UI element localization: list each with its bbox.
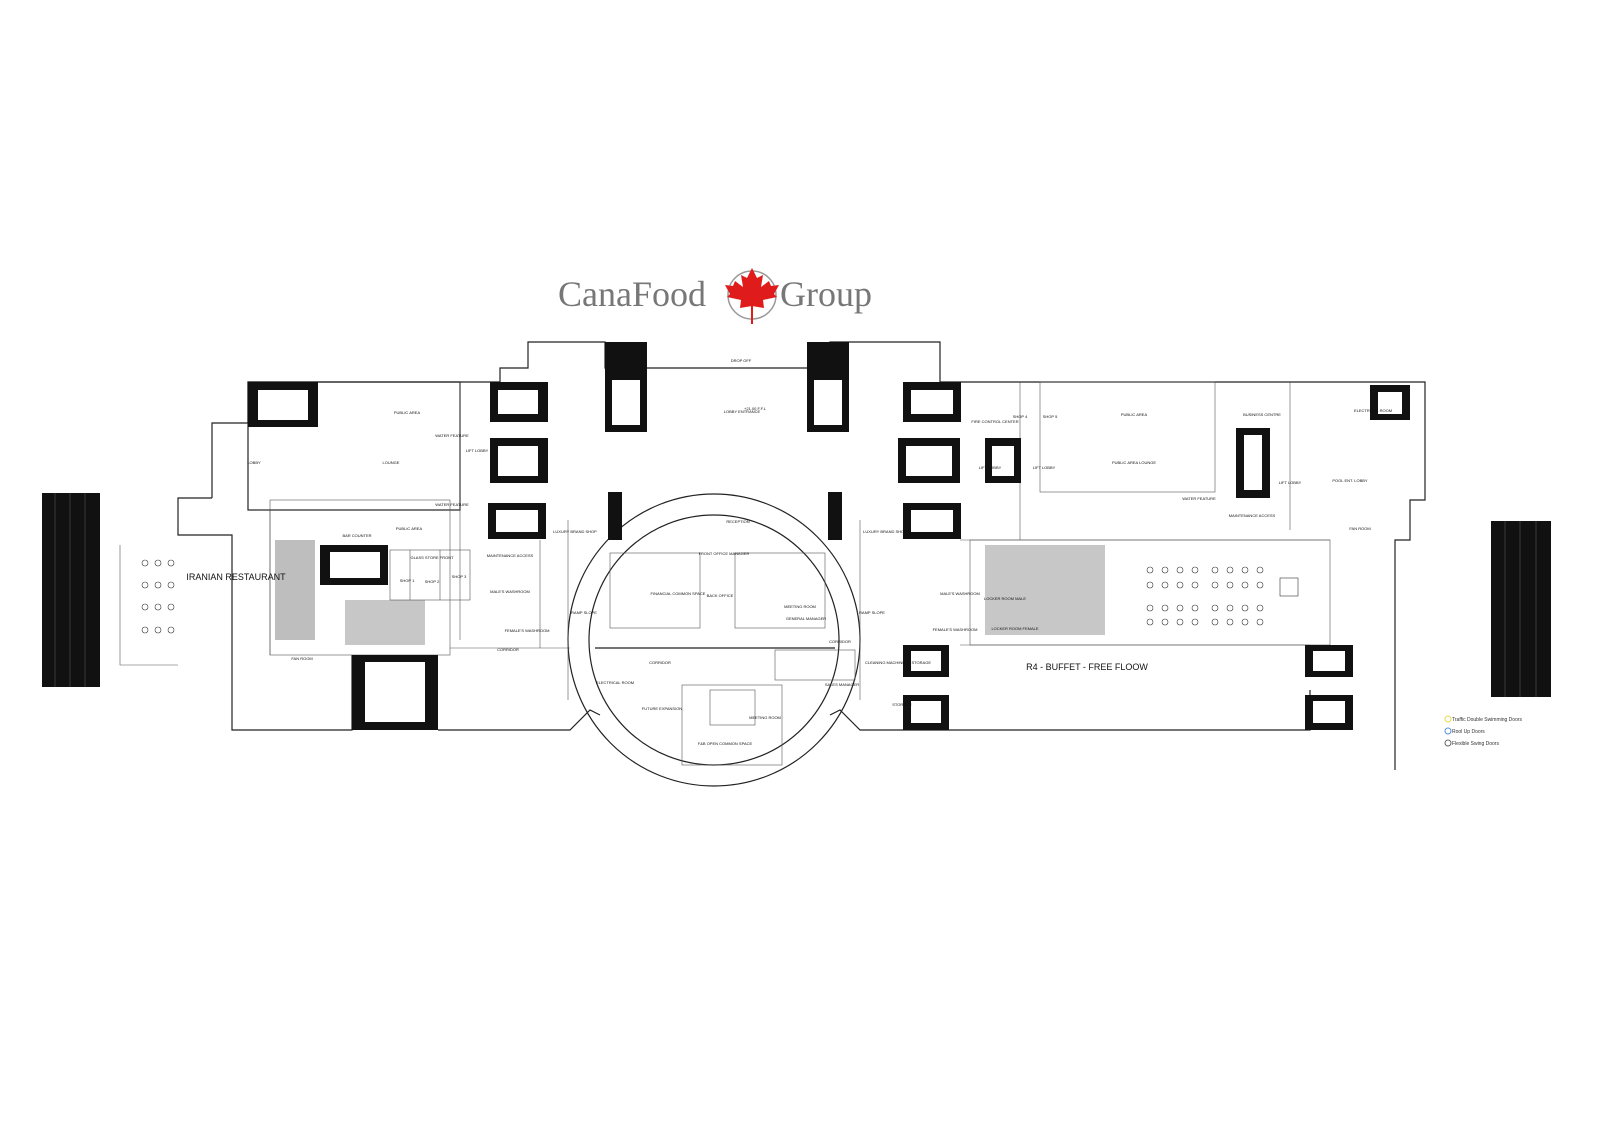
svg-text:MEETING ROOM: MEETING ROOM (784, 604, 816, 609)
svg-text:LIFT LOBBY: LIFT LOBBY (979, 465, 1002, 470)
svg-text:FAN ROOM: FAN ROOM (1349, 526, 1370, 531)
svg-text:GLASS STORE FRONT: GLASS STORE FRONT (410, 555, 454, 560)
svg-text:FINANCIAL COMMON SPACE: FINANCIAL COMMON SPACE (651, 591, 706, 596)
svg-text:SALES MANAGER: SALES MANAGER (825, 682, 859, 687)
svg-text:POOL ENT. LOBBY: POOL ENT. LOBBY (1332, 478, 1368, 483)
svg-text:WATER FEATURE: WATER FEATURE (1182, 496, 1216, 501)
svg-text:MEETING ROOM: MEETING ROOM (749, 715, 781, 720)
svg-text:LUXURY BRAND SHOP: LUXURY BRAND SHOP (553, 529, 597, 534)
svg-text:FAN ROOM: FAN ROOM (291, 656, 312, 661)
door-legend: Traffic Double Swimming Doors Rool Up Do… (1444, 715, 1523, 747)
svg-text:DROP OFF: DROP OFF (731, 358, 752, 363)
svg-text:PUBLIC AREA LOUNGE: PUBLIC AREA LOUNGE (1112, 460, 1156, 465)
svg-text:LUXURY BRAND SHOP: LUXURY BRAND SHOP (863, 529, 907, 534)
svg-text:GENERAL MANAGER: GENERAL MANAGER (786, 616, 826, 621)
svg-text:Flexible Swing Doors: Flexible Swing Doors (1452, 741, 1499, 747)
svg-text:WATER FEATURE: WATER FEATURE (435, 433, 469, 438)
data-table-left (42, 493, 100, 687)
svg-text:SHOP 5: SHOP 5 (1043, 414, 1058, 419)
svg-text:LOCKER ROOM MALE: LOCKER ROOM MALE (984, 596, 1026, 601)
svg-text:LOUNGE: LOUNGE (383, 460, 400, 465)
svg-text:FEMALE'S WASHROOM: FEMALE'S WASHROOM (505, 628, 550, 633)
company-logo: CanaFood Group (558, 268, 872, 324)
label-buffet: R4 - BUFFET - FREE FLOOW (1026, 662, 1148, 672)
svg-text:PUBLIC AREA: PUBLIC AREA (396, 526, 423, 531)
svg-text:FEMALE'S WASHROOM: FEMALE'S WASHROOM (933, 627, 978, 632)
svg-text:FUTURE EXPANSION: FUTURE EXPANSION (642, 706, 682, 711)
svg-text:SHOP 1: SHOP 1 (400, 578, 415, 583)
svg-text:RAMP SLOPE: RAMP SLOPE (859, 610, 885, 615)
label-iranian-restaurant: IRANIAN RESTAURANT (186, 572, 286, 582)
svg-text:ELECTRICAL ROOM: ELECTRICAL ROOM (596, 680, 634, 685)
svg-text:PUBLIC AREA: PUBLIC AREA (394, 410, 421, 415)
room-labels: IRANIAN RESTAURANT R4 - BUFFET - FREE FL… (186, 358, 1392, 746)
svg-text:MAINTENANCE ACCESS: MAINTENANCE ACCESS (1229, 513, 1276, 518)
svg-text:CORRIDOR: CORRIDOR (829, 639, 851, 644)
svg-text:RECEPTION: RECEPTION (726, 519, 749, 524)
svg-text:WATER FEATURE: WATER FEATURE (435, 502, 469, 507)
kitchen-equipment (275, 540, 1105, 645)
maple-leaf-icon (725, 268, 779, 324)
svg-text:Rool Up Doors: Rool Up Doors (1452, 729, 1485, 735)
buffet-seating (141, 559, 1299, 634)
svg-text:CORRIDOR: CORRIDOR (649, 660, 671, 665)
svg-text:MALE'S WASHROOM: MALE'S WASHROOM (490, 589, 530, 594)
svg-text:MAINTENANCE ACCESS: MAINTENANCE ACCESS (487, 553, 534, 558)
svg-text:FRONT OFFICE MANAGER: FRONT OFFICE MANAGER (699, 551, 750, 556)
svg-text:SHOP 2: SHOP 2 (425, 579, 440, 584)
svg-text:LIFT LOBBY: LIFT LOBBY (1033, 465, 1056, 470)
svg-text:+21.00 F.F.L: +21.00 F.F.L (744, 406, 767, 411)
svg-text:Traffic Double Swimming Doors: Traffic Double Swimming Doors (1452, 717, 1523, 723)
stair-lift-cores (248, 342, 1410, 730)
svg-text:CLEANING MACHINERY STORAGE: CLEANING MACHINERY STORAGE (865, 660, 931, 665)
svg-text:LOCKER ROOM FEMALE: LOCKER ROOM FEMALE (991, 626, 1038, 631)
svg-text:Group: Group (780, 274, 872, 314)
svg-text:LOBBY ENTRANCE: LOBBY ENTRANCE (724, 409, 761, 414)
svg-text:LIFT LOBBY: LIFT LOBBY (1279, 480, 1302, 485)
svg-text:F&B OPEN COMMON SPACE: F&B OPEN COMMON SPACE (698, 741, 753, 746)
svg-text:CORRIDOR: CORRIDOR (497, 647, 519, 652)
svg-text:SHOP 4: SHOP 4 (1013, 414, 1028, 419)
svg-text:RAMP SLOPE: RAMP SLOPE (571, 610, 597, 615)
svg-text:LOBBY: LOBBY (247, 460, 261, 465)
svg-text:BUSINESS CENTRE: BUSINESS CENTRE (1243, 412, 1281, 417)
svg-text:LIFT LOBBY: LIFT LOBBY (466, 448, 489, 453)
svg-text:SHOP 3: SHOP 3 (452, 574, 467, 579)
svg-text:CanaFood: CanaFood (558, 274, 706, 314)
svg-text:LIFT LOBBY: LIFT LOBBY (341, 548, 364, 553)
data-table-right (1491, 521, 1551, 697)
svg-text:FIRE CONTROL CENTER: FIRE CONTROL CENTER (971, 419, 1018, 424)
svg-text:BACK OFFICE: BACK OFFICE (707, 593, 734, 598)
svg-text:MALE'S WASHROOM: MALE'S WASHROOM (940, 591, 980, 596)
svg-text:BAR COUNTER: BAR COUNTER (342, 533, 371, 538)
svg-text:PUBLIC AREA: PUBLIC AREA (1121, 412, 1148, 417)
svg-text:ELECTRICAL ROOM: ELECTRICAL ROOM (1354, 408, 1392, 413)
svg-text:STORAGE: STORAGE (892, 702, 912, 707)
